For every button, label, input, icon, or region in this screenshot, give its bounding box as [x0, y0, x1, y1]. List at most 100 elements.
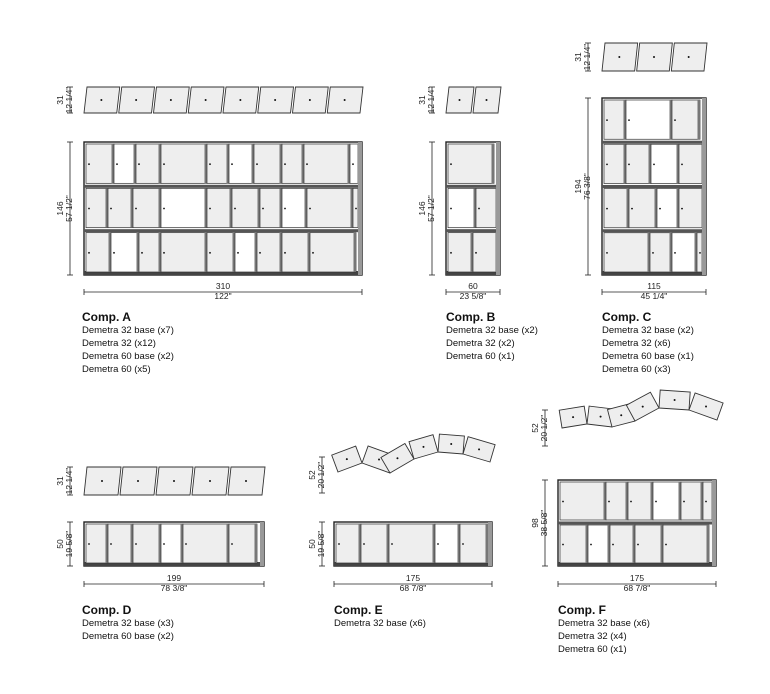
shelf-panel	[107, 523, 134, 564]
knob-dot	[100, 99, 103, 101]
knob-dot	[681, 163, 683, 166]
shelf-panel	[231, 187, 261, 229]
composition-item: Demetra 32 (x6)	[602, 338, 671, 349]
composition-title: Comp. E	[334, 603, 383, 617]
composition-item: Demetra 32 base (x3)	[82, 618, 174, 629]
knob-dot	[653, 163, 655, 166]
knob-dot	[352, 163, 354, 166]
shelf-panel	[132, 187, 162, 229]
shelf-panel	[85, 143, 115, 184]
knob-dot	[378, 458, 381, 461]
composition-item: Demetra 32 base (x2)	[602, 325, 694, 336]
knob-dot	[110, 207, 112, 210]
depth-cm-label: 52	[530, 423, 540, 433]
width-cm-label: 115	[647, 281, 661, 291]
knob-dot	[641, 405, 644, 408]
height-in-label: 19 5/8"	[64, 531, 74, 558]
composition-item: Demetra 32 base (x7)	[82, 325, 174, 336]
knob-dot	[683, 500, 685, 503]
knob-dot	[234, 207, 236, 210]
knob-dot	[262, 207, 264, 210]
knob-dot	[681, 207, 683, 210]
depth-in-label: 20 1/2"	[316, 462, 326, 489]
knob-dot	[345, 458, 348, 461]
knob-dot	[590, 543, 592, 546]
knob-dot	[88, 207, 90, 210]
shelf-panel	[603, 188, 630, 229]
width-cm-label: 175	[406, 573, 420, 583]
knob-dot	[608, 500, 610, 503]
shelf-panel	[182, 523, 230, 564]
shelf-panel	[609, 524, 636, 564]
depth-in-label: 12 1/4"	[64, 87, 74, 114]
knob-dot	[343, 99, 346, 101]
depth-in-label: 12 1/4"	[582, 44, 592, 71]
shelf-panel	[281, 187, 308, 229]
composition-title: Comp. F	[558, 603, 606, 617]
knob-dot	[620, 414, 623, 417]
depth-in-label: 20 1/2"	[539, 415, 549, 442]
knob-dot	[665, 543, 667, 546]
knob-dot	[606, 251, 608, 254]
shelf-panel	[281, 232, 311, 273]
width-cm-label: 60	[468, 281, 478, 291]
knob-dot	[355, 207, 357, 210]
knob-dot	[562, 543, 564, 546]
knob-dot	[652, 251, 654, 254]
knob-dot	[101, 480, 103, 482]
composition-item: Demetra 32 (x12)	[82, 338, 156, 349]
shelf-panel	[628, 188, 658, 229]
shelf-panel	[559, 524, 589, 564]
knob-dot	[599, 415, 602, 418]
composition-item: Demetra 60 (x5)	[82, 364, 151, 375]
shelf-panel	[671, 232, 698, 273]
width-in-label: 68 7/8"	[624, 583, 651, 593]
height-in-label: 19 5/8"	[316, 531, 326, 558]
knob-dot	[612, 543, 614, 546]
shelf-panel	[306, 187, 354, 229]
knob-dot	[618, 56, 621, 58]
knob-dot	[363, 543, 365, 545]
shelf-panel	[85, 232, 112, 273]
shelf-panel	[160, 143, 208, 184]
knob-dot	[135, 99, 138, 101]
knob-dot	[705, 405, 708, 408]
width-in-label: 23 5/8"	[460, 291, 487, 301]
knob-dot	[284, 207, 286, 210]
knob-dot	[185, 543, 187, 545]
knob-dot	[209, 163, 211, 166]
shelf-base	[84, 562, 264, 566]
depth-in-label: 12 1/4"	[426, 87, 436, 114]
knob-dot	[163, 543, 165, 545]
shelf-panel	[228, 523, 258, 564]
knob-dot	[284, 163, 286, 166]
composition-item: Demetra 60 base (x1)	[602, 351, 694, 362]
knob-dot	[312, 251, 314, 254]
composition-title: Comp. D	[82, 603, 132, 617]
knob-dot	[116, 163, 118, 166]
height-in-label: 38 5/8"	[539, 510, 549, 537]
shelf-panel	[253, 143, 283, 184]
composition-item: Demetra 32 base (x6)	[558, 618, 650, 629]
knob-dot	[113, 251, 115, 254]
knob-dot	[637, 543, 639, 546]
shelf-panel	[107, 187, 134, 229]
knob-dot	[135, 207, 137, 210]
shelf-panel	[671, 99, 701, 140]
knob-dot	[606, 119, 608, 122]
shelf-panel	[303, 143, 351, 184]
shelf-panel	[256, 232, 283, 273]
height-in-label: 57 1/2"	[64, 195, 74, 222]
knob-dot	[135, 543, 137, 545]
knob-dot	[475, 251, 477, 254]
width-in-label: 45 1/4"	[641, 291, 668, 301]
knob-dot	[462, 543, 464, 545]
shelf-base	[84, 271, 362, 275]
knob-dot	[458, 99, 461, 101]
composition-title: Comp. B	[446, 310, 496, 324]
